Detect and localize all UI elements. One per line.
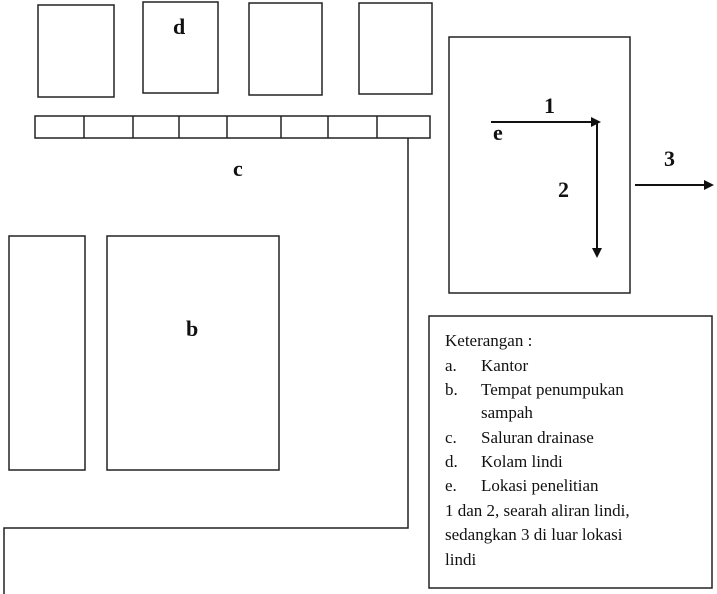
legend: Keterangan : a. Kantor b. Tempat penumpu… (428, 315, 713, 589)
label-arrow-3: 3 (664, 146, 675, 171)
legend-note-line: sedangkan 3 di luar lokasi (445, 525, 623, 544)
buildings (8, 235, 280, 471)
pond-box-1 (37, 4, 115, 98)
pond-box-4 (358, 2, 433, 95)
legend-box (428, 315, 713, 589)
office-box (8, 235, 86, 471)
legend-item-text: Kolam lindi (481, 452, 563, 471)
legend-key: b. (445, 380, 458, 399)
site-boundary (3, 138, 409, 594)
label-arrow-1: 1 (544, 93, 555, 118)
legend-title: Keterangan : (445, 331, 532, 350)
legend-note-line: 1 dan 2, searah aliran lindi, (445, 501, 630, 520)
label-e: e (493, 120, 503, 145)
legend-item-text: sampah (481, 403, 533, 422)
label-b: b (186, 316, 198, 341)
legend-item-text: Kantor (481, 356, 529, 375)
legend-item-text: Tempat penumpukan (481, 380, 624, 399)
research-location-box (448, 36, 631, 294)
legend-note-line: lindi (445, 550, 476, 569)
research-location (448, 36, 714, 294)
legend-item-text: Saluran drainase (481, 428, 594, 447)
label-c: c (233, 156, 243, 181)
label-d: d (173, 14, 185, 39)
ponds-group (37, 1, 433, 98)
drainage-strip (34, 115, 431, 139)
drainage-channel (34, 115, 431, 139)
legend-item-text: Lokasi penelitian (481, 476, 599, 495)
pond-box-2 (142, 1, 219, 94)
waste-pile-box (106, 235, 280, 471)
boundary-line (3, 138, 409, 594)
legend-key: c. (445, 428, 457, 447)
label-arrow-2: 2 (558, 177, 569, 202)
legend-key: d. (445, 452, 458, 471)
pond-box-3 (248, 2, 323, 96)
legend-key: a. (445, 356, 457, 375)
legend-key: e. (445, 476, 457, 495)
